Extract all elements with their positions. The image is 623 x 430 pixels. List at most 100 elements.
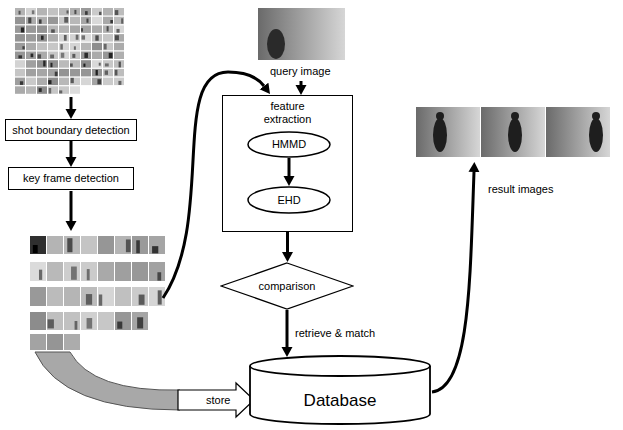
video-frame bbox=[92, 69, 102, 77]
video-frame bbox=[30, 287, 46, 306]
database-cylinder: Database bbox=[249, 355, 431, 425]
video-frame bbox=[115, 312, 131, 330]
video-frame bbox=[81, 236, 97, 254]
video-frame bbox=[114, 60, 124, 67]
video-frame bbox=[98, 262, 114, 281]
video-frame bbox=[64, 334, 80, 350]
video-frame bbox=[26, 34, 36, 42]
video-frame bbox=[15, 78, 25, 86]
video-frame bbox=[26, 86, 36, 94]
frame-figure bbox=[107, 26, 109, 31]
frame-figure bbox=[97, 79, 101, 84]
video-frame bbox=[92, 34, 102, 42]
video-frame bbox=[149, 236, 165, 254]
video-frame bbox=[47, 262, 63, 281]
video-frame bbox=[81, 34, 91, 42]
video-frame bbox=[37, 52, 47, 60]
video-frame bbox=[81, 312, 97, 330]
frame-figure bbox=[39, 19, 42, 23]
person-figure bbox=[433, 118, 447, 152]
frame-figure bbox=[96, 70, 98, 75]
video-frame bbox=[114, 69, 124, 77]
frame-figure bbox=[116, 29, 119, 33]
frame-figure bbox=[22, 46, 24, 49]
image-frame bbox=[546, 107, 610, 157]
video-frame bbox=[103, 43, 113, 51]
video-frame bbox=[37, 17, 47, 25]
video-frame bbox=[48, 43, 58, 51]
frame-figure bbox=[71, 78, 74, 83]
frame-figure bbox=[119, 62, 121, 68]
frame-figure bbox=[21, 27, 24, 32]
person-head bbox=[511, 112, 519, 120]
text-label: result images bbox=[488, 183, 553, 196]
frame-figure bbox=[18, 55, 22, 58]
video-frame bbox=[59, 43, 69, 51]
video-frame bbox=[59, 52, 69, 60]
frame-figure bbox=[70, 63, 73, 66]
frame-figure bbox=[86, 294, 92, 305]
group-box: HMMD EHD feature extraction bbox=[222, 95, 353, 232]
frame-figure bbox=[126, 239, 131, 252]
video-frame bbox=[92, 8, 102, 16]
video-frame bbox=[47, 287, 63, 306]
video-frame bbox=[15, 60, 25, 67]
video-frame bbox=[115, 236, 131, 254]
video-frame bbox=[132, 262, 148, 281]
video-frame bbox=[114, 25, 124, 33]
curved-arrow bbox=[432, 172, 474, 392]
node-text: Database bbox=[304, 391, 377, 411]
video-frame bbox=[132, 236, 148, 254]
video-frame bbox=[70, 25, 80, 33]
frame-figure bbox=[41, 36, 44, 40]
frame-figure bbox=[32, 10, 35, 14]
video-frame bbox=[47, 334, 63, 350]
flow-arrow bbox=[70, 191, 73, 221]
video-frame bbox=[64, 262, 80, 281]
video-frame bbox=[114, 8, 124, 16]
video-frame bbox=[81, 8, 91, 16]
video-frame bbox=[26, 25, 36, 33]
video-frame bbox=[132, 312, 148, 330]
video-frame bbox=[103, 25, 113, 33]
video-frame bbox=[114, 43, 124, 51]
node-text: EHD bbox=[277, 194, 300, 207]
frame-figure bbox=[83, 64, 85, 67]
frame-figure bbox=[118, 81, 121, 85]
descriptor-ellipse: HMMD bbox=[247, 131, 331, 158]
video-frame bbox=[103, 78, 113, 86]
node-text: feature extraction bbox=[253, 100, 323, 126]
video-frame bbox=[132, 287, 148, 306]
frame-figure bbox=[61, 53, 64, 58]
frame-figure bbox=[59, 90, 62, 93]
video-frame bbox=[59, 86, 69, 94]
video-frame bbox=[37, 78, 47, 86]
person-head bbox=[436, 112, 444, 120]
video-frame bbox=[48, 8, 58, 16]
video-frame bbox=[103, 69, 113, 77]
video-frame bbox=[48, 86, 58, 94]
video-frame bbox=[98, 236, 114, 254]
video-frame bbox=[59, 17, 69, 25]
diamond-outline bbox=[221, 263, 353, 309]
process-box: shot boundary detection bbox=[5, 119, 137, 141]
flow-connector bbox=[70, 141, 73, 157]
frame-figure bbox=[136, 240, 140, 253]
video-frame bbox=[81, 262, 97, 281]
frame-figure bbox=[67, 10, 69, 13]
decision-diamond: comparison bbox=[220, 262, 354, 310]
frame-figure bbox=[117, 322, 122, 329]
frame-figure bbox=[71, 267, 77, 280]
video-frame bbox=[37, 69, 47, 77]
frame-figure bbox=[33, 245, 38, 253]
frame-figure bbox=[104, 44, 107, 50]
text-label: store bbox=[206, 394, 230, 407]
video-frame bbox=[59, 60, 69, 67]
video-frame bbox=[92, 17, 102, 25]
frame-figure bbox=[115, 70, 118, 76]
video-frame bbox=[30, 236, 46, 254]
video-frame bbox=[114, 34, 124, 42]
video-frame bbox=[103, 52, 113, 60]
video-frame bbox=[48, 25, 58, 33]
video-frame bbox=[59, 78, 69, 86]
